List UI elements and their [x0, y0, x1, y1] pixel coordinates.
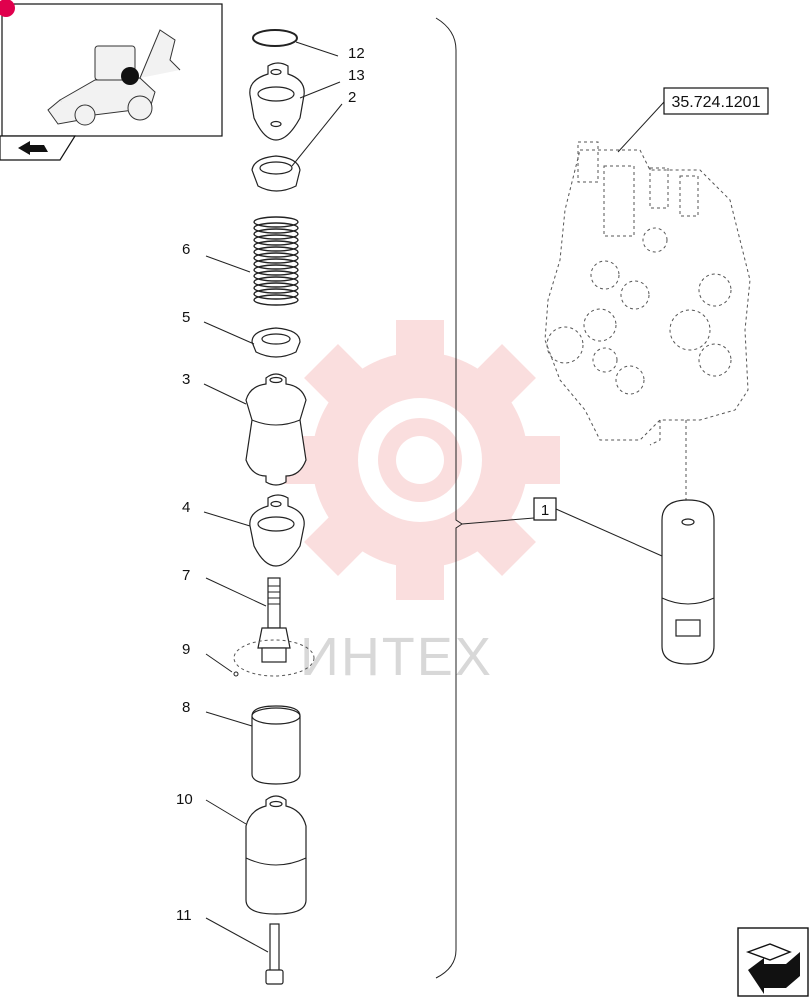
screw-part — [265, 923, 284, 985]
spring-coil — [253, 222, 299, 234]
watermark-gear-icon — [280, 320, 560, 600]
stem-bolt-part — [257, 577, 291, 663]
control-valve-body — [544, 141, 751, 446]
reference-box[interactable]: 35.724.1201 — [663, 87, 769, 115]
bushing-part — [251, 705, 301, 785]
callout-9: 9 — [182, 641, 190, 658]
callout-8: 8 — [182, 699, 190, 716]
backhoe-loader-icon — [47, 29, 181, 126]
spring-coil — [253, 276, 299, 288]
spring-coil — [253, 252, 299, 264]
spring-coil — [253, 246, 299, 258]
assembled-cartridge-part — [661, 499, 715, 665]
callout-3: 3 — [182, 371, 190, 388]
callout-2: 2 — [348, 89, 356, 106]
spring-coil — [253, 288, 299, 300]
next-page-arrow-icon[interactable] — [737, 927, 809, 997]
thumbnail-location-dot — [121, 67, 139, 85]
callout-5: 5 — [182, 309, 190, 326]
spring-part — [253, 216, 299, 306]
callout-13: 13 — [348, 67, 365, 84]
watermark-text: ИНТЕХ — [300, 627, 493, 687]
spring-coil — [253, 258, 299, 270]
thumbnail-panel[interactable] — [0, 0, 223, 161]
flat-washer-part — [251, 327, 301, 358]
spring-coil — [253, 240, 299, 252]
spring-coil — [253, 270, 299, 282]
o-ring-part — [252, 29, 298, 47]
spool-sleeve-part — [245, 373, 307, 486]
assembly-label: 1 — [541, 502, 549, 519]
callout-11: 11 — [176, 907, 192, 924]
assembly-label-box[interactable]: 1 — [533, 497, 557, 521]
flange-seat-part — [249, 62, 305, 141]
callout-7: 7 — [182, 567, 190, 584]
spring-coil — [253, 282, 299, 294]
spring-coil — [253, 264, 299, 276]
callout-10: 10 — [176, 791, 193, 808]
cap-body-part — [245, 795, 307, 915]
spring-coil — [253, 228, 299, 240]
back-arrow-icon[interactable] — [18, 141, 48, 155]
callout-12: 12 — [348, 45, 365, 62]
lower-flange-seat-part — [249, 494, 305, 567]
spring-coil — [253, 234, 299, 246]
retaining-ring-part — [233, 639, 315, 677]
spring-coil — [253, 294, 299, 306]
cup-washer-part — [251, 155, 301, 192]
spring-coil — [253, 216, 299, 228]
callout-4: 4 — [182, 499, 190, 516]
reference-code: 35.724.1201 — [672, 94, 761, 111]
page-marker-dot — [0, 0, 15, 17]
callout-6: 6 — [182, 241, 190, 258]
